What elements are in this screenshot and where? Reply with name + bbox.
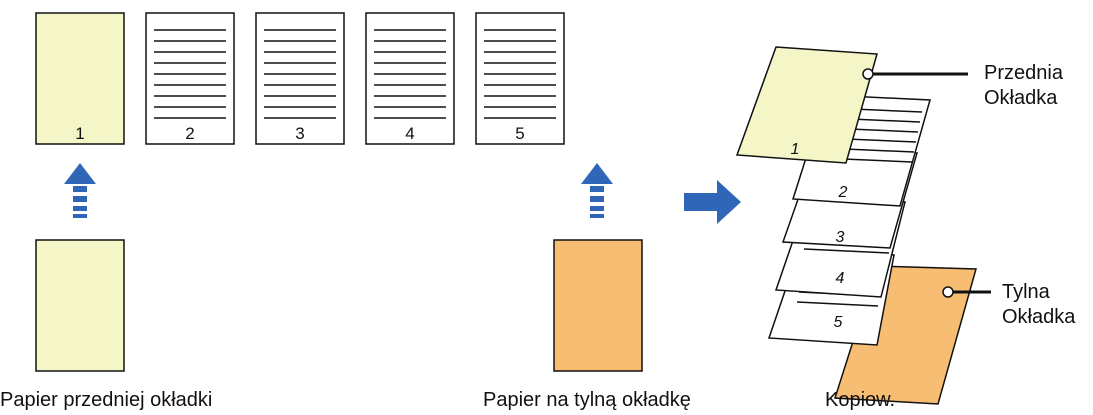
page-number: 3 (295, 124, 304, 143)
copies-caption: Kopiow. (825, 389, 896, 411)
page-sheet (475, 12, 565, 145)
page-number: 4 (405, 124, 414, 143)
back-cover-paper-caption: Papier na tylną okładkę (483, 389, 691, 411)
original-page-1: 1 (35, 12, 125, 145)
page-number: 2 (185, 124, 194, 143)
page-number: 2 (838, 184, 848, 201)
page-number: 3 (836, 229, 845, 246)
page-number: 5 (834, 314, 843, 331)
front-cover-leader (862, 68, 968, 80)
page-number: 1 (791, 141, 800, 158)
text-lines (264, 29, 336, 119)
page-sheet (35, 12, 125, 145)
text-lines (374, 29, 446, 119)
dashed-up-arrow-icon (64, 163, 96, 218)
front-cover-label: Przednia Okładka (984, 61, 1063, 111)
back-cover-label: Tylna Okładka (1002, 280, 1075, 330)
stack-front-cover: 1 (735, 46, 878, 164)
original-page-2: 2 (145, 12, 235, 145)
page-sheet (255, 12, 345, 145)
leader-dot (862, 68, 874, 80)
text-lines (154, 29, 226, 119)
copy-stack: 5 4 3 2 1 (735, 46, 977, 405)
page-number: 4 (836, 270, 845, 287)
original-page-4: 4 (365, 12, 455, 145)
front-cover-label-line-2: Okładka (984, 87, 1058, 109)
page-sheet (735, 46, 878, 164)
front-cover-paper (35, 239, 125, 372)
back-cover-label-line-1: Tylna (1002, 281, 1050, 303)
back-cover-leader (942, 286, 991, 298)
dashed-up-arrow-icon (581, 163, 613, 218)
page-sheet (145, 12, 235, 145)
back-cover-label-line-2: Okładka (1002, 306, 1076, 328)
front-cover-label-line-1: Przednia (984, 62, 1063, 84)
page-number: 1 (75, 124, 84, 143)
originals-row: 1 2 3 4 5 (35, 12, 565, 145)
page-sheet (365, 12, 455, 145)
original-page-3: 3 (255, 12, 345, 145)
original-page-5: 5 (475, 12, 565, 145)
text-lines (484, 29, 556, 119)
back-cover-paper (553, 239, 643, 372)
front-cover-paper-caption: Papier przedniej okładki (0, 389, 213, 411)
leader-dot (942, 286, 954, 298)
right-arrow-icon (684, 180, 741, 224)
page-number: 5 (515, 124, 524, 143)
